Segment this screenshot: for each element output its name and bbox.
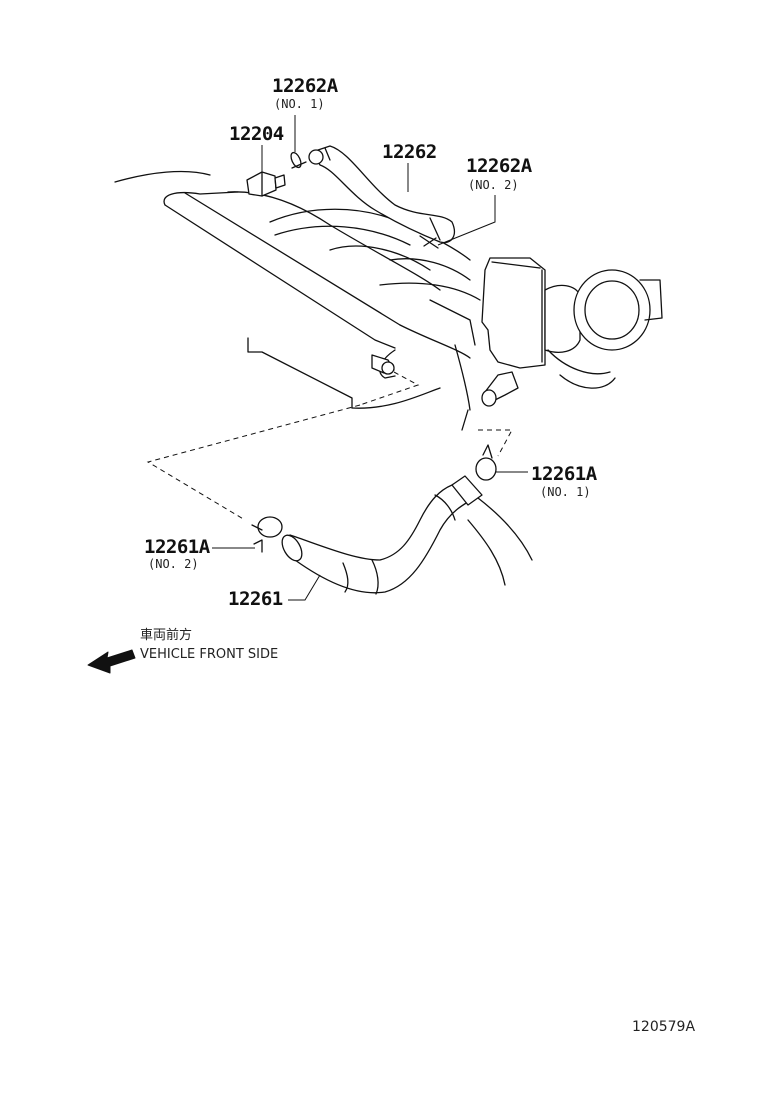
part-label-12262a-no1: 12262A (272, 75, 339, 97)
connection-dashes (146, 371, 513, 521)
clamp-no1-bottom (475, 444, 528, 481)
ventilation-hose-no2-shape (308, 145, 455, 244)
front-arrow-icon (87, 649, 136, 674)
part-sublabel-12262a-no2: (NO. 2) (468, 178, 519, 192)
part-sublabel-12261a-no1: (NO. 1) (540, 485, 591, 499)
part-label-12262: 12262 (382, 141, 437, 163)
throttle-body (481, 257, 663, 407)
clamp-no1-top (290, 115, 307, 169)
clamp-no2-bottom (212, 516, 283, 553)
illustration-id: 120579A (632, 1019, 695, 1035)
pcv-valve (246, 145, 286, 197)
vehicle-front-en: VEHICLE FRONT SIDE (140, 647, 278, 662)
part-label-12261: 12261 (228, 588, 283, 610)
clamp-no2-top (419, 195, 496, 249)
engine-outline (114, 170, 533, 586)
vehicle-front-jp: 車両前方 (140, 627, 192, 643)
part-label-12261a-no2: 12261A (144, 536, 211, 558)
head-cover-fitting (371, 354, 395, 375)
part-sublabel-12262a-no1: (NO. 1) (274, 97, 325, 111)
part-sublabel-12261a-no2: (NO. 2) (148, 557, 199, 571)
part-label-12204: 12204 (229, 123, 284, 145)
vehicle-front-indicator: 車両前方 VEHICLE FRONT SIDE (87, 627, 278, 674)
part-label-12261a-no1: 12261A (531, 463, 598, 485)
ventilation-hose-shape (281, 475, 483, 601)
part-label-12262a-no2: 12262A (466, 155, 533, 177)
